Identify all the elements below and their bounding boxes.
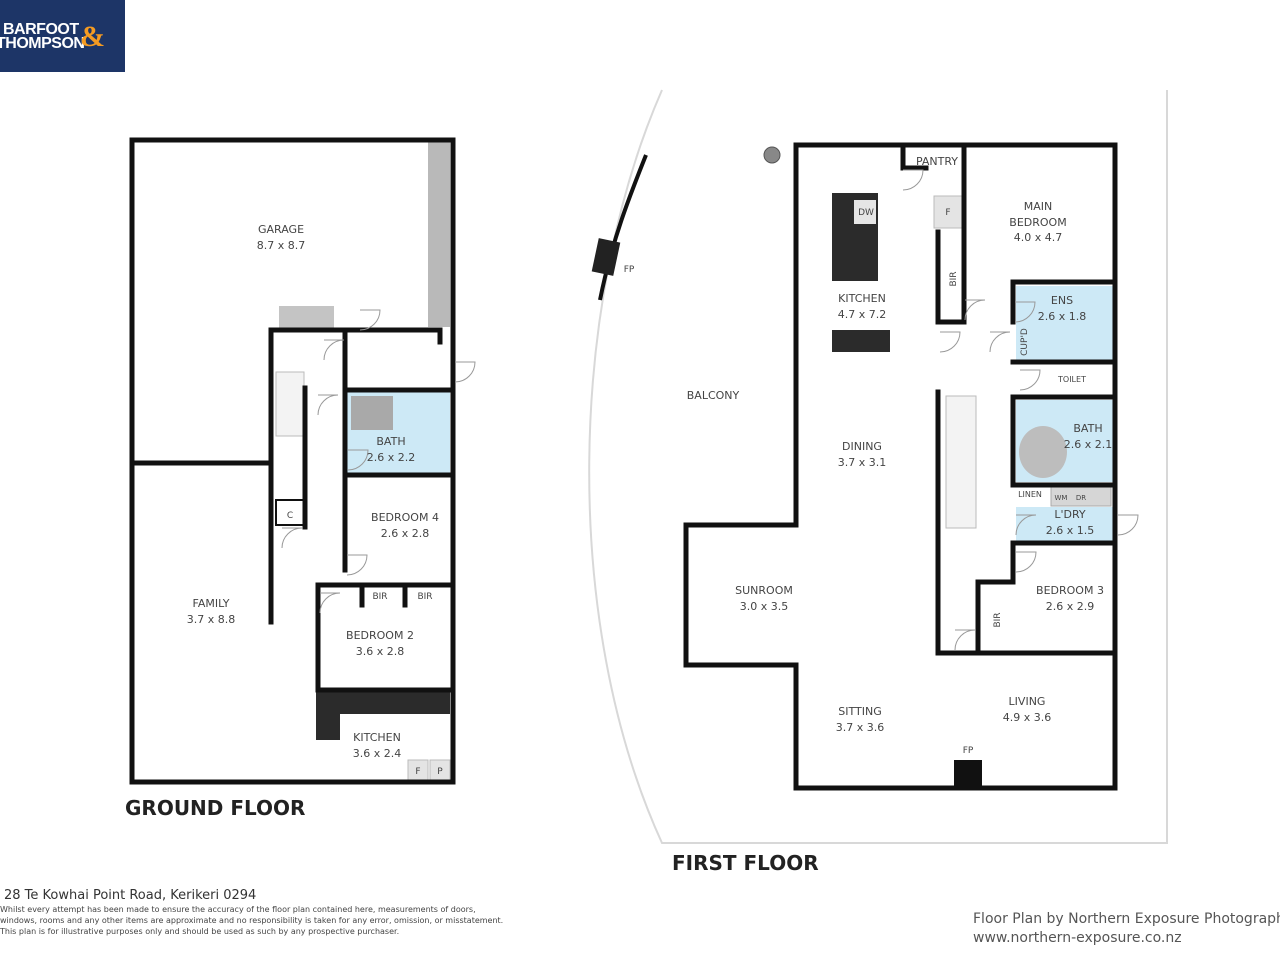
room-name-bedroom-4: BEDROOM 4 xyxy=(371,511,439,524)
label-linen: LINEN xyxy=(1018,490,1042,499)
room-size-bedroom-4: 2.6 x 2.8 xyxy=(381,527,430,540)
label-washing-machine: WM xyxy=(1055,494,1068,502)
room-size-bedroom-3: 2.6 x 2.9 xyxy=(1046,600,1095,613)
label-pantry: PANTRY xyxy=(916,155,958,168)
balcony-fireplace xyxy=(591,238,621,276)
living-fireplace xyxy=(954,760,982,788)
room-name-bedroom-2: BEDROOM 2 xyxy=(346,629,414,642)
label-ground-fridge: F xyxy=(415,767,420,777)
room-name-sunroom: SUNROOM xyxy=(735,584,793,597)
ground-floor-plan xyxy=(129,137,476,785)
room-name-ground-bath: BATH xyxy=(376,435,405,448)
label-first-bir-1: BIR xyxy=(949,271,959,286)
ground-kitchen-bench-side xyxy=(316,690,340,740)
label-dishwasher: DW xyxy=(858,208,874,218)
logo-line-1: BARFOOT xyxy=(3,21,79,38)
room-name-first-bath: BATH xyxy=(1073,422,1102,435)
room-name-bedroom-3: BEDROOM 3 xyxy=(1036,584,1104,597)
room-name-first-kitchen: KITCHEN xyxy=(838,292,886,305)
label-dryer: DR xyxy=(1076,494,1086,502)
ground-shower xyxy=(351,396,393,430)
room-size-sunroom: 3.0 x 3.5 xyxy=(740,600,789,613)
photographer-website: www.northern-exposure.co.nz xyxy=(973,930,1182,946)
room-size-ground-bath: 2.6 x 2.2 xyxy=(367,451,416,464)
label-balcony-fireplace: FP xyxy=(624,265,635,275)
balcony-wall xyxy=(598,154,648,301)
room-size-family: 3.7 x 8.8 xyxy=(187,613,236,626)
room-size-laundry: 2.6 x 1.5 xyxy=(1046,524,1095,537)
label-first-bir-2: BIR xyxy=(993,612,1003,627)
room-size-first-kitchen: 4.7 x 7.2 xyxy=(838,308,887,321)
first-fridge xyxy=(933,195,963,229)
label-toilet: TOILET xyxy=(1057,375,1086,384)
brand-logo: BARFOOT THOMPSON & xyxy=(0,0,125,72)
room-size-garage: 8.7 x 8.7 xyxy=(257,239,306,252)
bbq-icon xyxy=(763,146,781,164)
room-size-sitting: 3.7 x 3.6 xyxy=(836,721,885,734)
room-name-sitting: SITTING xyxy=(838,705,881,718)
ground-floor-labels: GARAGE 8.7 x 8.7 BATH 2.6 x 2.2 BEDROOM … xyxy=(187,223,444,777)
label-living-fireplace: FP xyxy=(963,746,974,756)
room-size-ground-kitchen: 3.6 x 2.4 xyxy=(353,747,402,760)
room-size-main-bedroom: 4.0 x 4.7 xyxy=(1014,231,1063,244)
ensuite-area xyxy=(1016,286,1114,362)
room-name-main-bedroom: MAIN xyxy=(1024,200,1053,213)
photographer-credit: Floor Plan by Northern Exposure Photogra… xyxy=(973,911,1280,927)
room-name-ensuite: ENS xyxy=(1051,294,1073,307)
bathtub xyxy=(1019,426,1067,478)
logo-ampersand: & xyxy=(80,20,105,53)
label-ground-bir-1: BIR xyxy=(372,592,387,602)
room-name-garage: GARAGE xyxy=(258,223,304,236)
laundry-area xyxy=(1016,507,1114,541)
room-size-first-bath: 2.6 x 2.1 xyxy=(1064,438,1113,451)
kitchen-bench xyxy=(832,330,890,352)
room-name-dining: DINING xyxy=(842,440,882,453)
room-name-family: FAMILY xyxy=(193,597,230,610)
room-size-ensuite: 2.6 x 1.8 xyxy=(1038,310,1087,323)
ground-stairs xyxy=(275,371,305,437)
balcony-outline xyxy=(588,89,1168,844)
ground-floor-title: GROUND FLOOR xyxy=(125,796,306,820)
garage-bench xyxy=(279,306,334,328)
room-size-dining: 3.7 x 3.1 xyxy=(838,456,887,469)
room-name-living: LIVING xyxy=(1009,695,1046,708)
first-floor-plan xyxy=(588,89,1168,844)
ground-cupboard xyxy=(275,499,305,526)
disclaimer-line-1: Whilst every attempt has been made to en… xyxy=(0,905,476,914)
label-ground-bir-2: BIR xyxy=(417,592,432,602)
room-name-laundry: L'DRY xyxy=(1054,508,1086,521)
room-size-living: 4.9 x 3.6 xyxy=(1003,711,1052,724)
label-balcony: BALCONY xyxy=(687,389,740,402)
property-address: 28 Te Kowhai Point Road, Kerikeri 0294 xyxy=(4,888,257,903)
room-name2-main-bedroom: BEDROOM xyxy=(1009,216,1066,229)
room-name-ground-kitchen: KITCHEN xyxy=(353,731,401,744)
disclaimer-line-2: windows, rooms and any other items are a… xyxy=(0,916,504,925)
label-cupboard: C xyxy=(287,511,293,521)
first-floor-title: FIRST FLOOR xyxy=(672,851,819,875)
disclaimer-line-3: This plan is for illustrative purposes o… xyxy=(0,927,400,936)
logo-line-2: THOMPSON xyxy=(0,35,85,52)
dishwasher xyxy=(854,200,876,224)
first-stairs xyxy=(945,395,977,529)
garage-shelf xyxy=(428,140,450,327)
label-first-fridge: F xyxy=(945,208,950,218)
first-floor-labels: BALCONY FP PANTRY DW F BIR KITCHEN 4.7 x… xyxy=(624,155,1113,756)
room-size-bedroom-2: 3.6 x 2.8 xyxy=(356,645,405,658)
label-ground-pantry: P xyxy=(437,767,443,777)
label-cupd: CUP'D xyxy=(1020,328,1030,356)
